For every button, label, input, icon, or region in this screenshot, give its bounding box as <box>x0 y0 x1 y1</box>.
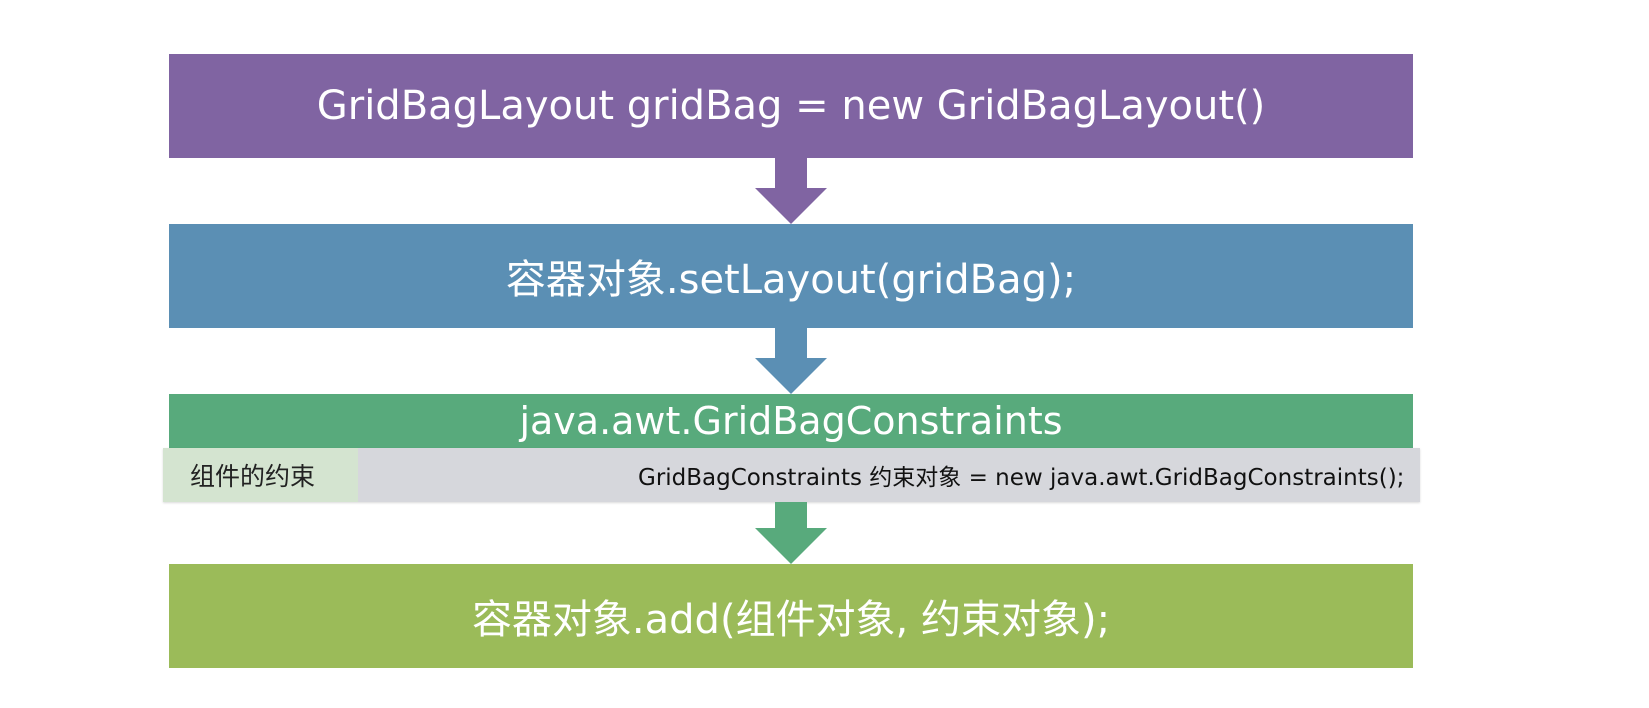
step-1-text: GridBagLayout gridBag = new GridBagLayou… <box>316 83 1266 129</box>
step-2-text: 容器对象.setLayout(gridBag); <box>505 257 1077 303</box>
constraint-label: 组件的约束 <box>163 448 358 502</box>
arrow-down-icon <box>755 158 827 224</box>
arrow-down-icon <box>755 328 827 394</box>
arrow-down-icon <box>755 502 827 564</box>
step-1-create-layout: GridBagLayout gridBag = new GridBagLayou… <box>169 54 1413 158</box>
constraint-code: GridBagConstraints 约束对象 = new java.awt.G… <box>638 465 1405 491</box>
step-2-set-layout: 容器对象.setLayout(gridBag); <box>169 224 1413 328</box>
step-3-title-text: java.awt.GridBagConstraints <box>519 399 1063 443</box>
step-3-constraints-title: java.awt.GridBagConstraints <box>169 394 1413 448</box>
constraint-row: 组件的约束 GridBagConstraints 约束对象 = new java… <box>163 448 1420 502</box>
step-4-add-component: 容器对象.add(组件对象, 约束对象); <box>169 564 1413 668</box>
step-4-text: 容器对象.add(组件对象, 约束对象); <box>471 597 1111 643</box>
